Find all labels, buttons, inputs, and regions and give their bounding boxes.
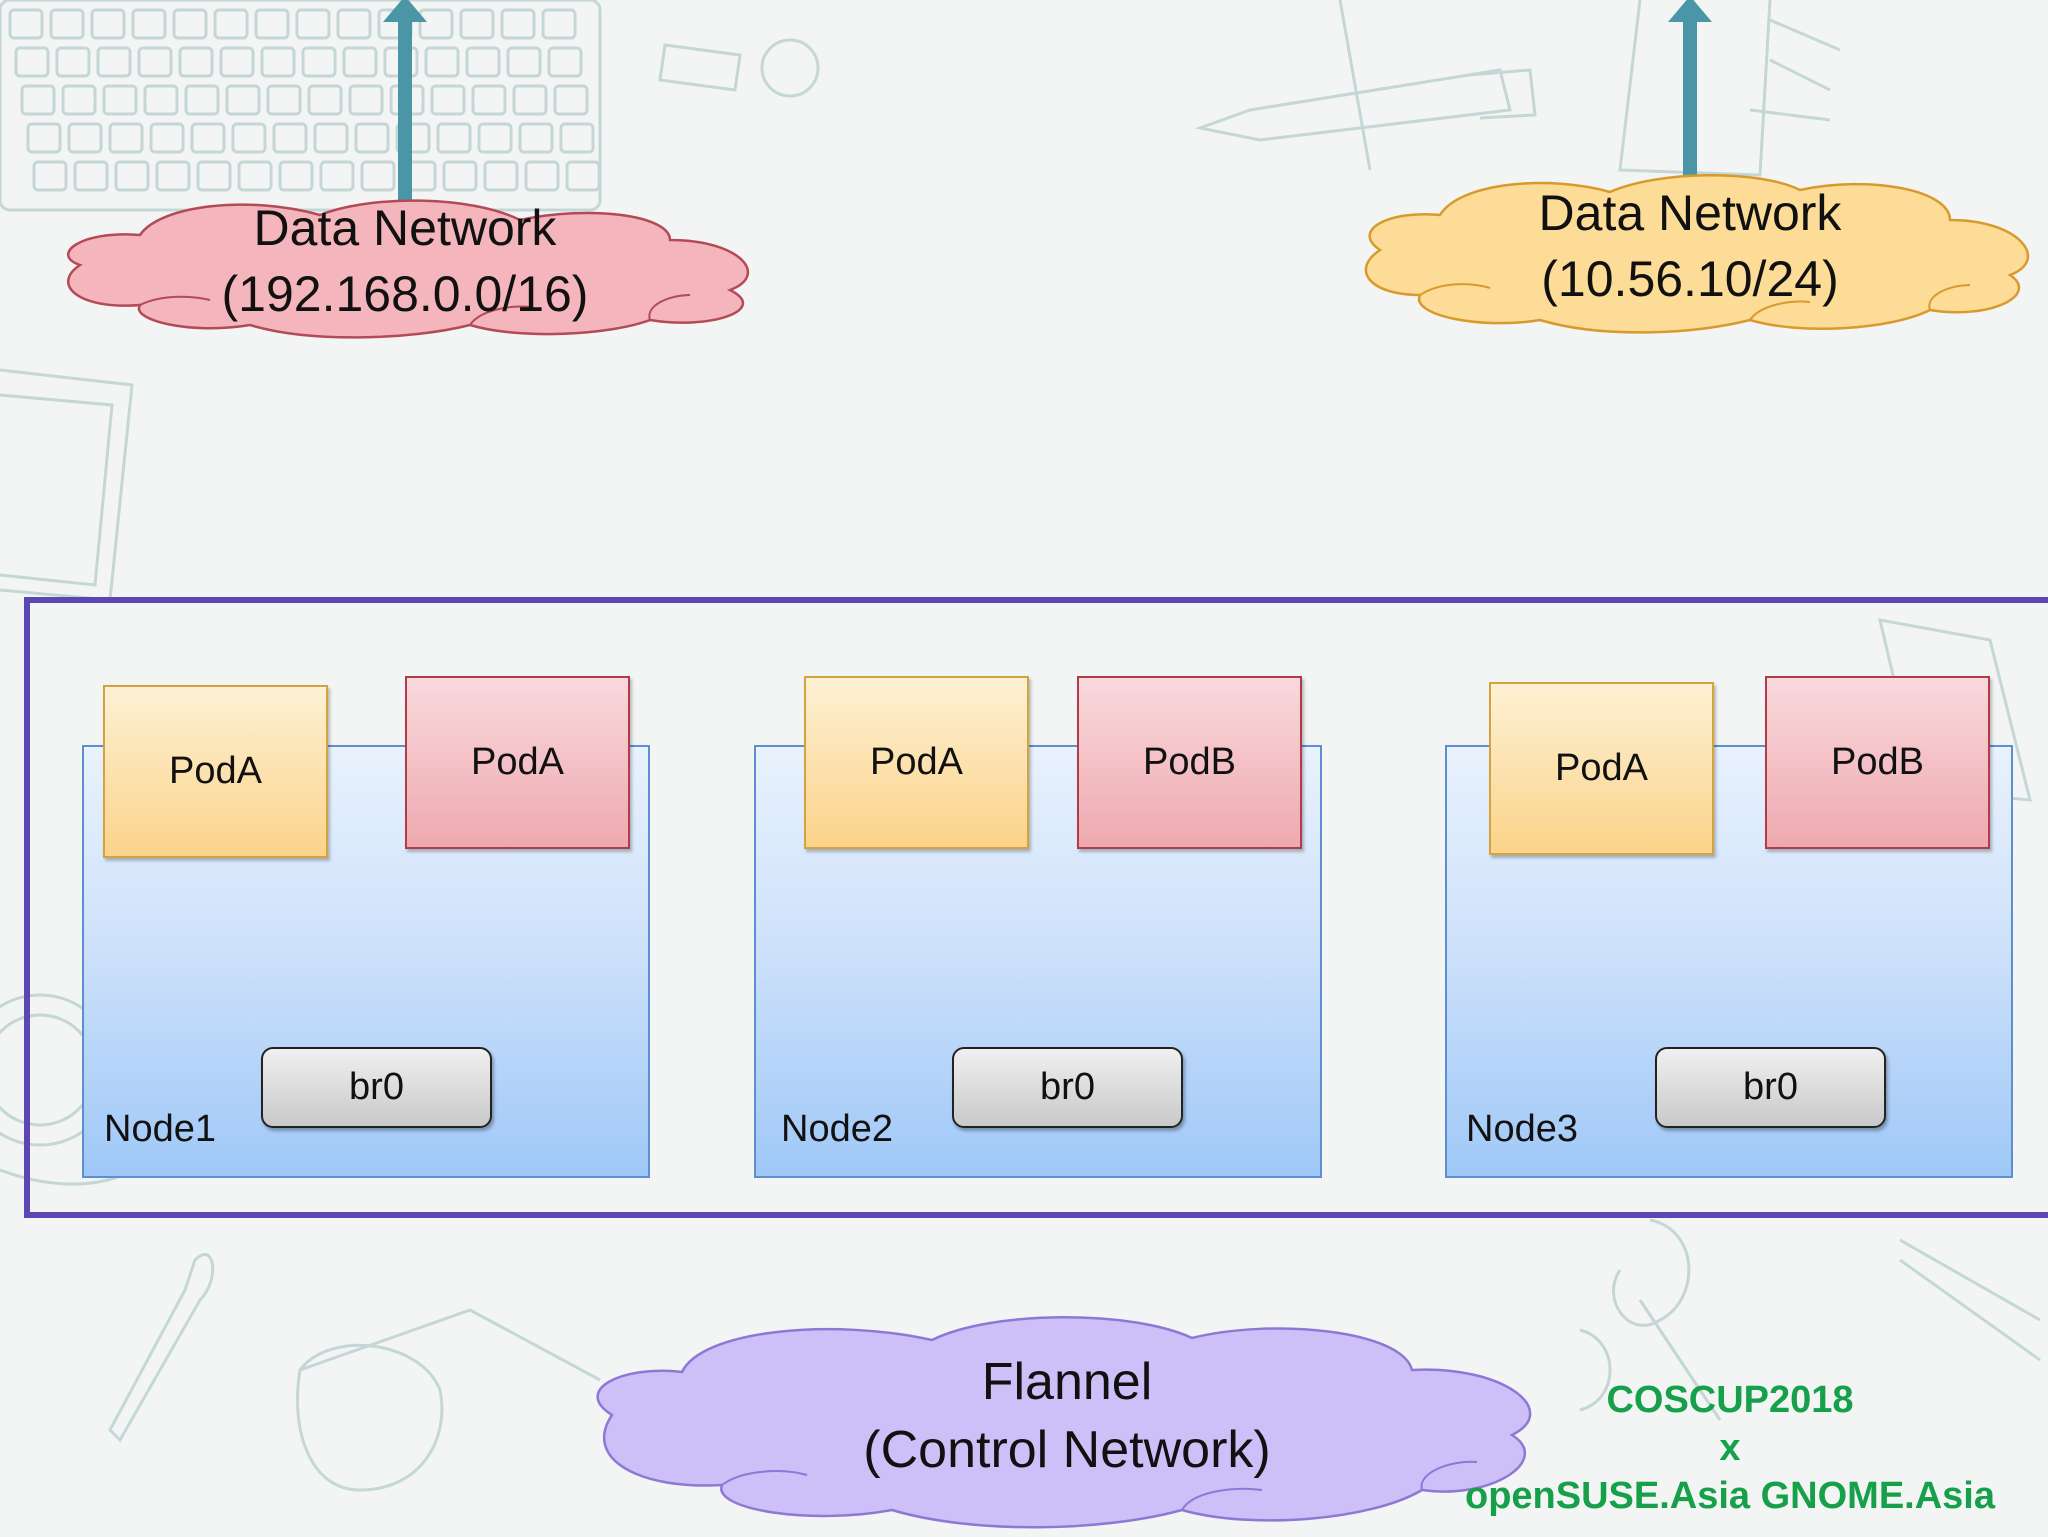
control-network-boundary [24, 597, 2048, 1218]
data-network-cloud-1: Data Network (192.168.0.0/16) [50, 195, 760, 340]
cloud-shape [1364, 174, 2030, 334]
branding-line-1: COSCUP2018 [1606, 1379, 1854, 1421]
pod-node1-b: PodA [405, 676, 630, 849]
glasses-sketch [296, 1343, 444, 1492]
bridge-br0-node3: br0 [1655, 1047, 1886, 1128]
keyboard-sketch [0, 0, 602, 212]
earbud-sketch [1612, 1218, 1691, 1327]
spoon-sketch [108, 1253, 215, 1443]
cloud-shape [67, 199, 750, 339]
data-network-subnet: (10.56.10/24) [1541, 251, 1839, 307]
pod-node2-b: PodB [1077, 676, 1302, 849]
control-network-title: Flannel [981, 1353, 1153, 1411]
branding-line-3: openSUSE.Asia GNOME.Asia [1464, 1475, 1995, 1517]
data-network-cloud-2: Data Network (10.56.10/24) [1350, 170, 2030, 335]
data-network-subnet: (192.168.0.0/16) [221, 266, 589, 322]
branding-line-2: x [1719, 1427, 1741, 1469]
data-network-title: Data Network [253, 200, 557, 256]
node-label: Node3 [1466, 1108, 1578, 1150]
pen-sketch [1194, 68, 1512, 142]
control-network-subtitle: (Control Network) [863, 1421, 1271, 1479]
node-label: Node2 [781, 1108, 893, 1150]
tablet-sketch [0, 368, 134, 602]
pod-node3-b: PodB [1765, 676, 1990, 849]
bridge-br0-node2: br0 [952, 1047, 1183, 1128]
pod-node3-a: PodA [1489, 682, 1714, 855]
conference-branding: COSCUP2018 x openSUSE.Asia GNOME.Asia [1440, 1376, 2020, 1520]
usb-sketch [658, 43, 742, 92]
cloud-shape [596, 1316, 1532, 1529]
uplink-arrow [398, 20, 412, 210]
node-label: Node1 [104, 1108, 216, 1150]
bridge-br0-node1: br0 [261, 1047, 492, 1128]
uplink-arrow [1683, 20, 1697, 180]
uplink-arrow-head [1668, 0, 1712, 22]
data-network-title: Data Network [1538, 185, 1842, 241]
pod-node2-a: PodA [804, 676, 1029, 849]
control-network-cloud: Flannel (Control Network) [572, 1310, 1562, 1532]
uplink-arrow-head [383, 0, 427, 22]
pod-node1-a: PodA [103, 685, 328, 858]
